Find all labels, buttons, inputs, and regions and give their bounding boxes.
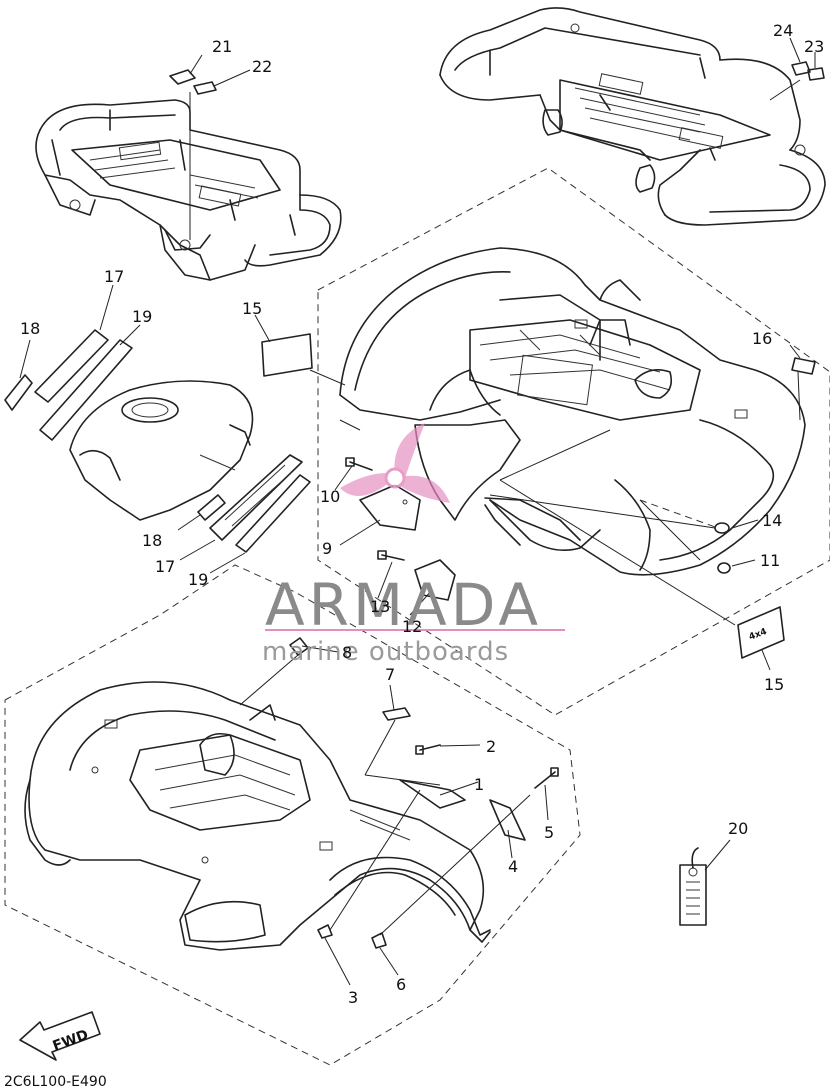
callout-17-upper: 17 <box>104 267 124 286</box>
flap-9 <box>359 484 421 531</box>
callout-14: 14 <box>762 511 782 530</box>
callout-6: 6 <box>396 975 406 994</box>
rear-fender-boundary <box>317 167 830 716</box>
front-fender <box>24 681 491 951</box>
callout-11: 11 <box>760 551 780 570</box>
callout-3: 3 <box>348 988 358 1007</box>
decal-18-upper <box>4 374 33 411</box>
badge-4x4-text: 4x4 <box>748 627 769 643</box>
callout-15-lower: 15 <box>764 675 784 694</box>
decal-19-lower <box>235 474 311 553</box>
rivet-5 <box>534 767 559 789</box>
rivet-2 <box>415 744 441 755</box>
tag-7 <box>382 707 411 721</box>
callout-20: 20 <box>728 819 748 838</box>
callout-22: 22 <box>252 57 272 76</box>
callout-17-lower: 17 <box>155 557 175 576</box>
callout-5: 5 <box>544 823 554 842</box>
fwd-label: FWD <box>51 1027 91 1055</box>
rear-inner-fender <box>414 419 601 551</box>
flap-12 <box>414 559 456 601</box>
callout-10: 10 <box>320 487 340 506</box>
callout-1: 1 <box>474 775 484 794</box>
tag-22 <box>193 81 217 95</box>
decal-18-lower <box>197 494 226 521</box>
callout-19-upper: 19 <box>132 307 152 326</box>
decal-17-upper <box>34 329 109 403</box>
watermark-subtitle: marine outboards <box>262 637 509 667</box>
callout-4: 4 <box>508 857 518 876</box>
decal-15-upper <box>261 333 313 377</box>
callout-8: 8 <box>342 643 352 662</box>
callout-15-upper: 15 <box>242 299 262 318</box>
callout-18-upper: 18 <box>20 319 40 338</box>
callout-18-lower: 18 <box>142 531 162 550</box>
decal-16 <box>791 357 816 375</box>
tag-20 <box>679 847 707 926</box>
decal-19-upper <box>39 339 133 441</box>
rivet-10 <box>345 457 373 471</box>
rear-fender <box>339 247 806 576</box>
washer-11 <box>717 562 731 574</box>
tag-8 <box>289 637 309 656</box>
callout-12: 12 <box>402 617 422 636</box>
callout-9: 9 <box>322 539 332 558</box>
callout-2: 2 <box>486 737 496 756</box>
tag-23 <box>807 67 825 81</box>
rivet-13 <box>377 550 405 561</box>
callout-16: 16 <box>752 329 772 348</box>
decal-17-lower <box>209 454 303 541</box>
clip-3 <box>317 924 333 939</box>
rear-carrier <box>439 7 826 226</box>
watermark-title: ARMADA <box>265 571 542 639</box>
callout-21: 21 <box>212 37 232 56</box>
diagram-code: 2C6L100-E490 <box>4 1074 107 1089</box>
callout-23: 23 <box>804 37 824 56</box>
flap-4 <box>489 799 526 841</box>
front-fender-boundary <box>4 564 581 1066</box>
badge-15-4x4: 4x4 <box>737 606 785 659</box>
flap-1 <box>399 779 466 809</box>
tag-24 <box>791 61 811 76</box>
clip-6 <box>371 932 387 949</box>
callout-13: 13 <box>370 597 390 616</box>
fwd-arrow-icon: FWD <box>19 1011 101 1061</box>
tag-21 <box>169 69 196 85</box>
front-carrier <box>35 99 342 281</box>
washer-14 <box>714 522 730 534</box>
callout-24: 24 <box>773 21 793 40</box>
tank-cover <box>69 380 254 521</box>
armada-logo <box>340 423 450 503</box>
callout-7: 7 <box>385 665 395 684</box>
callout-19-lower: 19 <box>188 570 208 589</box>
